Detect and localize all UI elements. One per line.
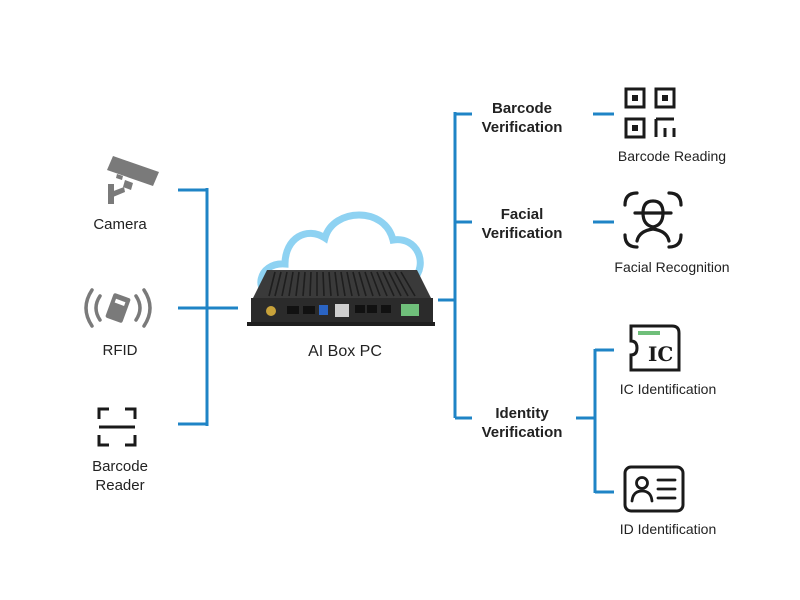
output-label-barcode-reading: Barcode Reading [617, 148, 727, 164]
input-label-rfid: RFID [102, 342, 138, 359]
input-label-camera: Camera [93, 216, 147, 233]
qr-code-icon [624, 87, 676, 139]
function-label-facial-verification: Facial Verification [481, 206, 563, 242]
svg-text:IC: IC [648, 342, 673, 366]
id-card-icon [623, 465, 685, 513]
output-label-id-identification: ID Identification [619, 521, 717, 537]
face-scan-icon [623, 191, 683, 249]
function-label-identity-verification: Identity Verification [481, 405, 563, 441]
output-label-ic-identification: IC Identification [619, 381, 717, 397]
ai-box-pc-device-icon [247, 211, 435, 326]
pc-box-body [247, 270, 435, 326]
barcode-scanner-frame-icon [97, 407, 137, 447]
rfid-card-icon [84, 288, 152, 328]
output-label-facial-recognition: Facial Recognition [614, 259, 730, 275]
hub-label: AI Box PC [308, 343, 382, 360]
ic-card-icon: IC [629, 324, 681, 372]
input-label-barcode-reader: Barcode Reader [92, 458, 148, 494]
function-label-barcode-verification: Barcode Verification [481, 100, 563, 136]
security-camera-icon [107, 156, 159, 204]
